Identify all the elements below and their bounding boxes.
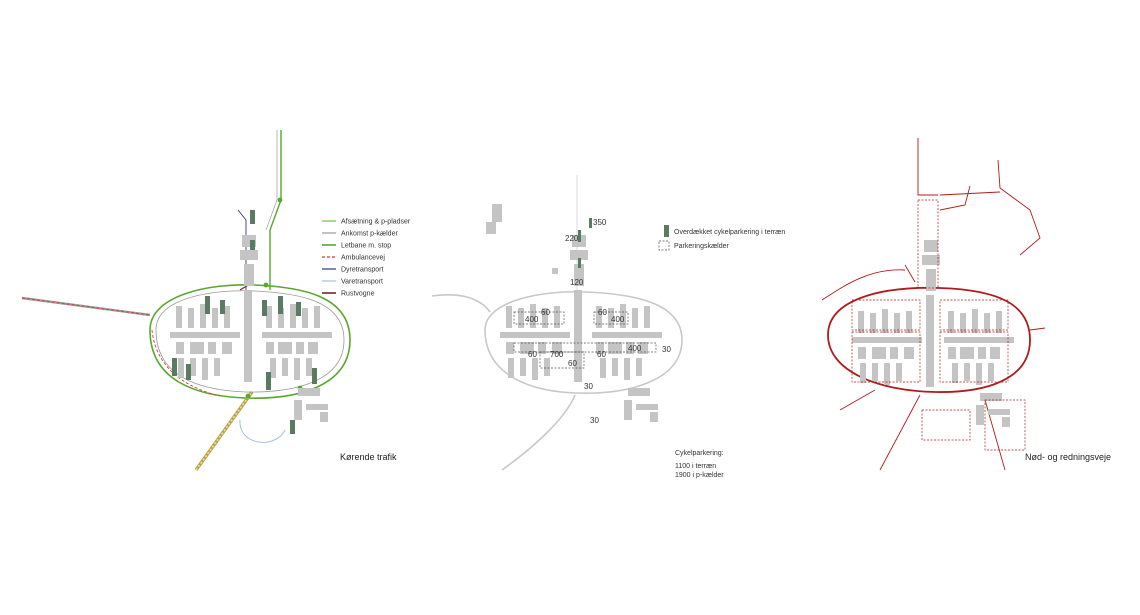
legend-label-dropoff: Afsætning & p-pladser (341, 219, 411, 226)
panel-emergency-routes: Nød- og redningsveje (821, 138, 1111, 471)
legend-driving: Afsætning & p-pladser Ankomst p-kælder L… (322, 219, 411, 298)
parking-label: 400 (628, 344, 642, 353)
legend-label-animal: Dyretransport (341, 267, 383, 274)
parking-label: 60 (568, 359, 577, 368)
parking-label: 350 (593, 218, 607, 227)
bike-summary: Cykelparkering: 1100 i terræn 1900 i p-k… (675, 450, 724, 479)
parking-label: 60 (528, 350, 537, 359)
parking-label: 60 (598, 308, 607, 317)
parking-label: 400 (525, 315, 539, 324)
parking-labels: 350 220 120 60 60 400 400 60 700 60 60 4… (525, 218, 671, 425)
legend-label-cellar: Parkeringskælder (674, 243, 730, 250)
panel-bike-parking: 350 220 120 60 60 400 400 60 700 60 60 4… (431, 175, 785, 479)
parking-label: 120 (570, 278, 584, 287)
panel-title-driving: Kørende trafik (340, 452, 397, 462)
parking-label: 400 (611, 315, 625, 324)
parking-label: 700 (550, 350, 564, 359)
legend-label-arrival: Ankomst p-kælder (341, 231, 398, 238)
legend-bike: Overdækket cykelparkering i terræn Parke… (658, 225, 785, 251)
legend-label-lightrail: Letbane m. stop (341, 243, 391, 250)
parking-label: 60 (597, 350, 606, 359)
parking-label: 60 (541, 308, 550, 317)
legend-label-rust: Rustvogne (341, 291, 375, 298)
bike-summary-title: Cykelparkering: (675, 450, 724, 457)
bike-summary-line: 1900 i p-kælder (675, 472, 724, 479)
legend-label-ambulance: Ambulancevej (341, 255, 385, 262)
parking-label: 220 (565, 234, 579, 243)
legend-label-covered-bike: Overdækket cykelparkering i terræn (674, 229, 785, 236)
legend-label-goods: Varetransport (341, 279, 383, 286)
panel-title-emergency: Nød- og redningsveje (1025, 452, 1111, 462)
parking-label: 30 (590, 416, 599, 425)
parking-label: 30 (584, 382, 593, 391)
bike-summary-line: 1100 i terræn (675, 463, 716, 470)
panel-driving-traffic: Afsætning & p-pladser Ankomst p-kælder L… (21, 130, 411, 471)
parking-label: 30 (662, 345, 671, 354)
